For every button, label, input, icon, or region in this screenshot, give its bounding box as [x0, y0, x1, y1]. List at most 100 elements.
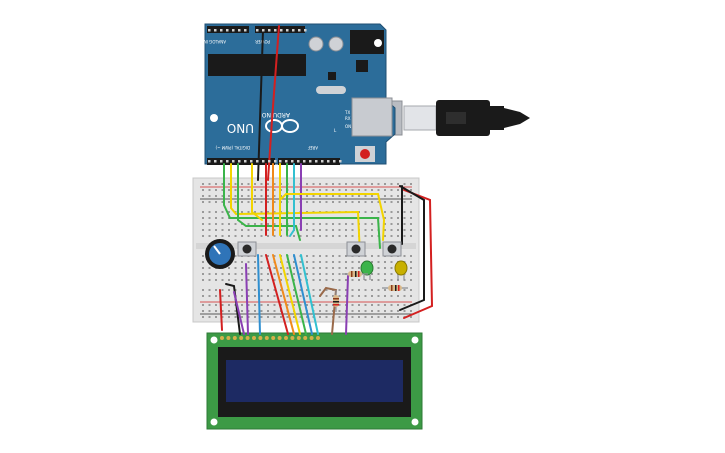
- breadboard-hole: [338, 289, 341, 291]
- breadboard-hole: [325, 189, 328, 191]
- breadboard-hole: [260, 189, 263, 191]
- breadboard-hole: [312, 273, 315, 275]
- breadboard-hole: [260, 261, 263, 263]
- breadboard-hole: [273, 304, 276, 306]
- breadboard-hole: [293, 304, 295, 306]
- breadboard-hole: [332, 267, 334, 269]
- breadboard-hole: [338, 183, 341, 185]
- breadboard-hole: [221, 195, 224, 197]
- breadboard-hole: [325, 195, 328, 197]
- breadboard-hole: [377, 255, 380, 257]
- breadboard-hole: [208, 310, 211, 312]
- breadboard-hole: [254, 295, 256, 297]
- breadboard-hole: [403, 211, 406, 213]
- breadboard-hole: [254, 289, 256, 291]
- lcd-pin: [271, 336, 276, 340]
- breadboard-hole: [351, 279, 354, 281]
- breadboard-hole: [208, 211, 211, 213]
- breadboard-hole: [390, 189, 393, 191]
- push-button-3[interactable]: [382, 241, 402, 257]
- breadboard-hole: [403, 255, 406, 257]
- breadboard-hole: [260, 183, 263, 185]
- header-pin: [238, 160, 241, 163]
- push-button-1[interactable]: [237, 241, 257, 257]
- breadboard-hole: [410, 235, 412, 237]
- header-pin: [214, 29, 217, 32]
- breadboard-hole: [221, 279, 224, 281]
- breadboard-hole: [338, 304, 341, 306]
- breadboard-hole: [202, 201, 204, 203]
- breadboard-hole: [358, 183, 360, 185]
- header-pin: [208, 160, 211, 163]
- breadboard-hole: [397, 189, 399, 191]
- aref-label: AREF: [307, 145, 318, 150]
- breadboard-hole: [273, 189, 276, 191]
- reset-button[interactable]: [360, 149, 370, 159]
- breadboard-hole: [410, 223, 412, 225]
- breadboard-hole: [312, 229, 315, 231]
- breadboard-hole: [325, 183, 328, 185]
- breadboard-hole: [410, 229, 412, 231]
- breadboard-hole: [319, 316, 321, 318]
- header-pin: [327, 160, 330, 163]
- breadboard-hole: [371, 201, 373, 203]
- breadboard-hole: [325, 273, 328, 275]
- breadboard-hole: [319, 235, 321, 237]
- lcd-hole-4: [411, 418, 419, 426]
- breadboard-hole: [286, 295, 289, 297]
- breadboard-hole: [358, 195, 360, 197]
- breadboard-hole: [384, 295, 386, 297]
- breadboard-hole: [358, 279, 360, 281]
- breadboard-hole: [377, 273, 380, 275]
- breadboard-hole: [319, 261, 321, 263]
- wire-purple-lcd-2: [245, 263, 249, 335]
- breadboard-hole: [351, 229, 354, 231]
- breadboard-hole: [351, 223, 354, 225]
- breadboard-hole: [234, 223, 237, 225]
- breadboard-hole: [345, 279, 347, 281]
- breadboard-hole: [260, 295, 263, 297]
- potentiometer[interactable]: [205, 239, 235, 269]
- arduino-logo: [265, 119, 299, 133]
- breadboard-hole: [364, 189, 367, 191]
- breadboard-hole: [390, 229, 393, 231]
- breadboard-hole: [208, 183, 211, 185]
- breadboard-hole: [228, 183, 230, 185]
- breadboard-hole: [293, 295, 295, 297]
- breadboard-hole: [267, 229, 269, 231]
- resistor-1: [342, 271, 368, 277]
- breadboard-hole: [377, 189, 380, 191]
- breadboard-hole: [332, 261, 334, 263]
- breadboard-hole: [410, 201, 412, 203]
- lcd-pin: [226, 336, 231, 340]
- lcd-pin: [245, 336, 250, 340]
- header-pin: [304, 29, 307, 32]
- breadboard-hole: [384, 235, 386, 237]
- header-pin: [232, 29, 235, 32]
- breadboard-hole: [351, 195, 354, 197]
- breadboard-hole: [325, 201, 328, 203]
- wire-red-lcd: [219, 289, 223, 331]
- wire-red-lcd-2: [265, 254, 289, 335]
- breadboard-hole: [273, 223, 276, 225]
- breadboard-hole: [325, 304, 328, 306]
- breadboard-hole: [267, 183, 269, 185]
- breadboard-hole: [403, 223, 406, 225]
- breadboard-hole: [371, 189, 373, 191]
- breadboard-hole: [319, 279, 321, 281]
- breadboard-hole: [410, 295, 412, 297]
- breadboard-hole: [319, 304, 321, 306]
- breadboard-hole: [332, 273, 334, 275]
- breadboard-hole: [390, 304, 393, 306]
- breadboard-hole: [221, 223, 224, 225]
- breadboard-hole: [384, 273, 386, 275]
- breadboard-hole: [371, 310, 373, 312]
- breadboard-hole: [228, 310, 230, 312]
- breadboard-hole: [345, 235, 347, 237]
- breadboard-hole: [390, 310, 393, 312]
- push-button-2[interactable]: [346, 241, 366, 257]
- breadboard-hole: [371, 223, 373, 225]
- breadboard-hole: [390, 316, 393, 318]
- breadboard-hole: [364, 211, 367, 213]
- lcd-pin: [264, 336, 269, 340]
